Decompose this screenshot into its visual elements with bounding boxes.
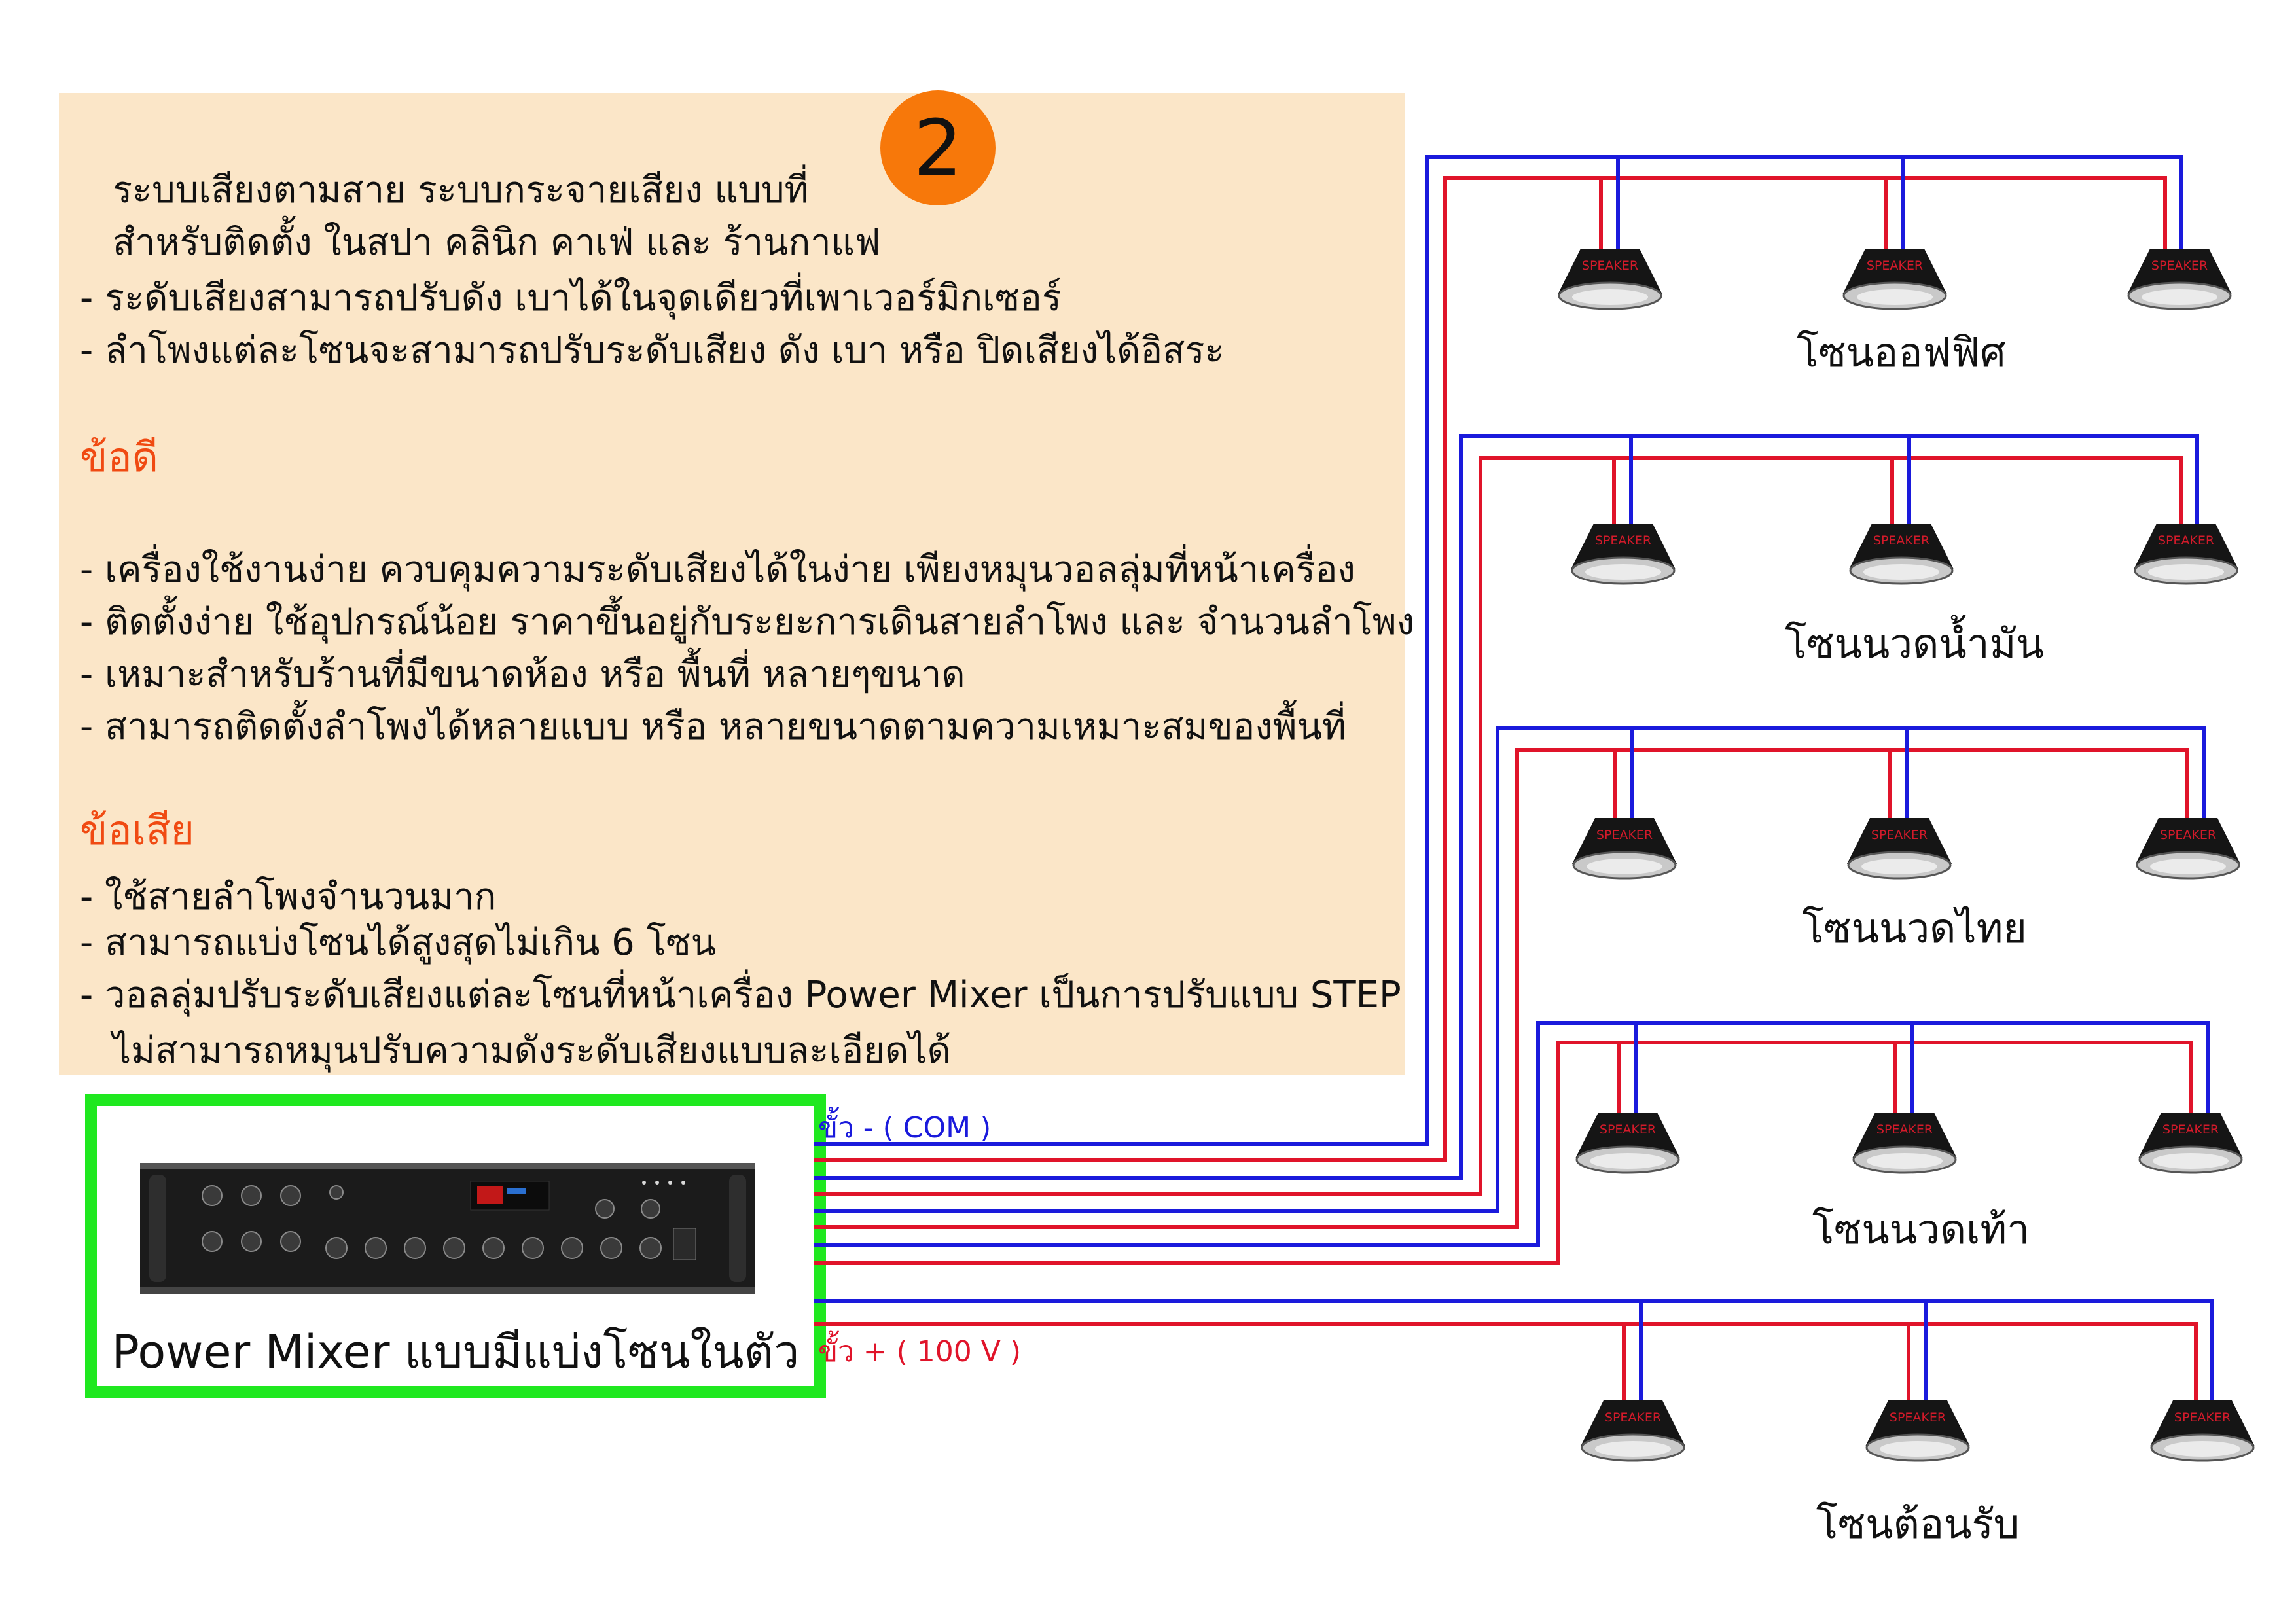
ceiling-speaker-icon: SPEAKER — [1847, 818, 1952, 880]
svg-text:SPEAKER: SPEAKER — [1871, 828, 1928, 842]
pros-bullet: - ติดตั้งง่าย ใช้อุปกรณ์น้อย ราคาขึ้นอยู… — [80, 601, 1415, 643]
ceiling-speaker-icon: SPEAKER — [1558, 249, 1662, 310]
svg-text:SPEAKER: SPEAKER — [2151, 259, 2208, 273]
svg-text:SPEAKER: SPEAKER — [1867, 259, 1923, 273]
wire-positive-thai-massage — [814, 748, 2189, 1229]
power-mixer-image — [140, 1163, 755, 1294]
pros-bullet: - เหมาะสำหรับร้านที่มีขนาดห้อง หรือ พื้น… — [80, 653, 965, 696]
wire-negative-foot-massage — [814, 1021, 2210, 1247]
svg-text:SPEAKER: SPEAKER — [1873, 533, 1929, 548]
power-mixer-label: Power Mixer แบบมีแบ่งโซนในตัว — [111, 1325, 800, 1379]
pros-heading: ข้อดี — [80, 433, 158, 481]
wire-negative-reception — [814, 1299, 2214, 1400]
cons-bullet: - ใช้สายลำโพงจำนวนมาก — [80, 876, 497, 918]
wire-positive-foot-massage — [814, 1041, 2193, 1265]
wire-negative-office — [814, 155, 2183, 1146]
wire-negative-thai-massage — [814, 726, 2206, 1213]
zone-label-thai-massage: โซนนวดไทย — [1802, 904, 2027, 952]
negative-polarity-label: ขั้ว - ( COM ) — [818, 1111, 992, 1145]
ceiling-speaker-icon: SPEAKER — [1842, 249, 1947, 310]
svg-text:SPEAKER: SPEAKER — [1595, 533, 1651, 548]
wire-positive-office — [814, 176, 2167, 1162]
cons-continuation: ไม่สามารถหมุนปรับความดังระดับเสียงแบบละเ… — [113, 1029, 951, 1072]
svg-text:SPEAKER: SPEAKER — [1596, 828, 1653, 842]
cons-bullet: - สามารถแบ่งโซนได้สูงสุดไม่เกิน 6 โซน — [80, 921, 716, 964]
ceiling-speaker-icon: SPEAKER — [1865, 1400, 1970, 1462]
ceiling-speaker-icon: SPEAKER — [1575, 1113, 1680, 1174]
svg-text:SPEAKER: SPEAKER — [1582, 259, 1638, 273]
wire-negative-oil-massage — [814, 434, 2199, 1180]
svg-text:SPEAKER: SPEAKER — [1605, 1410, 1661, 1425]
option-number-badge: 2 — [880, 90, 996, 205]
svg-text:SPEAKER: SPEAKER — [1876, 1122, 1933, 1137]
intro-subtitle: สำหรับติดตั้ง ในสปา คลินิก คาเฟ่ และ ร้า… — [113, 221, 881, 264]
svg-text:SPEAKER: SPEAKER — [2174, 1410, 2231, 1425]
ceiling-speaker-icon: SPEAKER — [2138, 1113, 2243, 1174]
svg-text:SPEAKER: SPEAKER — [2162, 1122, 2219, 1137]
pros-bullet: - สามารถติดตั้งลำโพงได้หลายแบบ หรือ หลาย… — [80, 705, 1346, 748]
wire-positive-reception — [814, 1322, 2198, 1400]
ceiling-speaker-icon: SPEAKER — [2134, 524, 2238, 585]
zone-label-foot-massage: โซนนวดเท้า — [1812, 1205, 2030, 1253]
intro-bullet: - ระดับเสียงสามารถปรับดัง เบาได้ในจุดเดี… — [80, 277, 1062, 319]
ceiling-speaker-icon: SPEAKER — [1849, 524, 1954, 585]
cons-bullet: - วอลลุ่มปรับระดับเสียงแต่ละโซนที่หน้าเค… — [80, 974, 1401, 1016]
pros-bullet: - เครื่องใช้งานง่าย ควบคุมความระดับเสียง… — [80, 548, 1355, 591]
svg-text:SPEAKER: SPEAKER — [1600, 1122, 1656, 1137]
ceiling-speaker-icon: SPEAKER — [2136, 818, 2240, 880]
ceiling-speaker-icon: SPEAKER — [1571, 524, 1676, 585]
ceiling-speaker-icon: SPEAKER — [1581, 1400, 1685, 1462]
cons-heading: ข้อเสีย — [80, 806, 194, 854]
ceiling-speaker-icon: SPEAKER — [2127, 249, 2232, 310]
description-panel — [59, 93, 1405, 1075]
positive-polarity-label: ขั้ว + ( 100 V ) — [818, 1335, 1021, 1368]
intro-bullet: - ลำโพงแต่ละโซนจะสามารถปรับระดับเสียง ดั… — [80, 329, 1225, 372]
intro-title: ระบบเสียงตามสาย ระบบกระจายเสียง แบบที่ — [113, 169, 809, 211]
svg-text:SPEAKER: SPEAKER — [2158, 533, 2214, 548]
ceiling-speaker-icon: SPEAKER — [1572, 818, 1677, 880]
svg-text:SPEAKER: SPEAKER — [1890, 1410, 1946, 1425]
zone-label-reception: โซนต้อนรับ — [1816, 1500, 2020, 1548]
ceiling-speaker-icon: SPEAKER — [2150, 1400, 2255, 1462]
wire-positive-oil-massage — [814, 456, 2183, 1196]
svg-text:SPEAKER: SPEAKER — [2160, 828, 2216, 842]
zone-label-oil-massage: โซนนวดน้ำมัน — [1785, 620, 2044, 668]
zone-label-office: โซนออฟฟิศ — [1797, 329, 2006, 376]
ceiling-speaker-icon: SPEAKER — [1852, 1113, 1957, 1174]
